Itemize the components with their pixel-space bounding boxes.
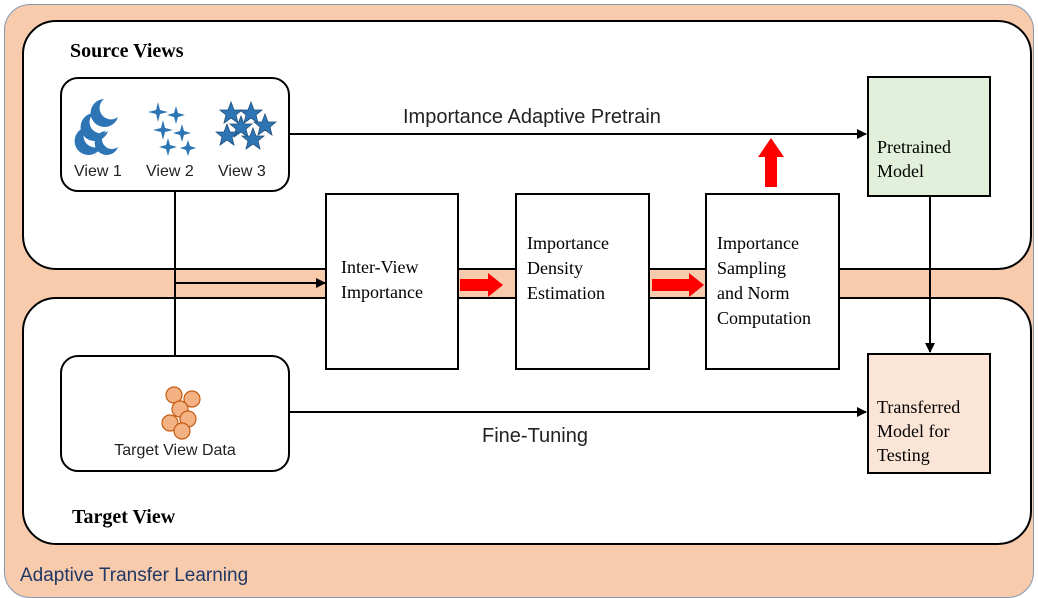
density-line-1: Importance [527, 233, 609, 253]
red-arrow-1 [460, 273, 503, 297]
view-3-label: View 3 [218, 163, 266, 180]
density-line-3: Estimation [527, 283, 605, 303]
target-view-data-label: Target View Data [114, 442, 236, 459]
inter-view-line-2: Importance [341, 282, 423, 302]
sampling-line-2: Sampling [717, 258, 787, 278]
importance-density-estimation-box: Importance Density Estimation [515, 193, 650, 370]
density-line-2: Density [527, 258, 583, 278]
sampling-line-4: Computation [717, 308, 811, 328]
sampling-line-3: and Norm [717, 283, 790, 303]
sampling-line-1: Importance [717, 233, 799, 253]
red-arrow-2 [652, 273, 704, 297]
importance-sampling-norm-box: Importance Sampling and Norm Computation [705, 193, 840, 370]
circles-cluster-icon [161, 386, 201, 440]
inter-view-line-1: Inter-View [341, 257, 419, 277]
view-2-label: View 2 [146, 163, 194, 180]
pretrain-flow-label: Importance Adaptive Pretrain [403, 106, 661, 128]
view-1-label: View 1 [74, 163, 122, 180]
pretrained-line-1: Pretrained [877, 137, 951, 157]
stars-icon [215, 100, 277, 150]
finetune-flow-label: Fine-Tuning [482, 425, 588, 447]
transferred-model-box: Transferred Model for Testing [867, 353, 991, 474]
inter-view-importance-box: Inter-View Importance [325, 193, 459, 370]
crescent-moons-icon [74, 99, 118, 155]
sparkles-icon [148, 102, 196, 156]
pretrained-line-2: Model [877, 161, 924, 181]
transferred-line-2: Model for [877, 421, 950, 441]
source-views-title: Source Views [70, 40, 184, 62]
red-arrow-up [758, 138, 784, 187]
target-view-title: Target View [72, 506, 176, 528]
transferred-line-3: Testing [877, 445, 930, 465]
frame-label: Adaptive Transfer Learning [20, 565, 249, 586]
transferred-line-1: Transferred [877, 397, 961, 417]
pretrained-model-box: Pretrained Model [867, 76, 991, 197]
